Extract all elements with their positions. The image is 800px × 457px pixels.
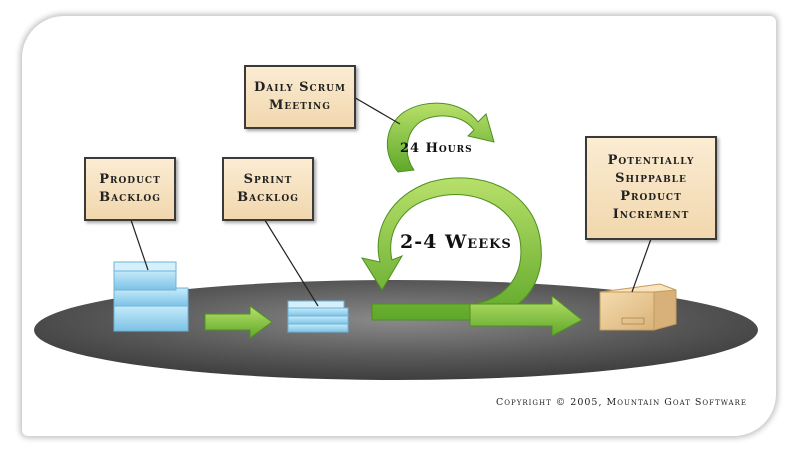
sprint-exit-arrowhead	[469, 294, 583, 337]
product-backlog-connector	[129, 216, 149, 271]
product-backlog-box: Product Backlog	[84, 157, 176, 221]
potentially-shippable-increment-box: Potentially Shippable Product Increment	[585, 136, 717, 240]
daily-loop-arrow	[386, 102, 495, 173]
sprint-backlog-box: Sprint Backlog	[222, 157, 314, 221]
increment-line-2: Shippable	[615, 171, 687, 186]
sprint-backlog-line-1: Sprint	[243, 172, 293, 187]
increment-line-4: Increment	[612, 207, 690, 222]
daily-scrum-line-1: Daily Scrum	[253, 80, 346, 95]
increment-line-3: Product	[620, 189, 682, 204]
product-backlog-stack	[113, 261, 189, 332]
increment-crate	[599, 283, 677, 331]
product-backlog-line-2: Backlog	[99, 190, 161, 205]
sprint-backlog-line-2: Backlog	[237, 190, 299, 205]
copyright-notice: Copyright © 2005, Mountain Goat Software	[496, 397, 747, 408]
daily-cycle-label: 24 Hours	[400, 141, 473, 156]
sprint-backlog-connector	[262, 216, 319, 307]
backlog-arrow	[204, 305, 273, 339]
daily-scrum-line-2: Meeting	[269, 98, 331, 113]
sprint-backlog-stack	[287, 300, 349, 333]
sprint-cycle-label: 2-4 Weeks	[400, 231, 512, 253]
platform-ellipse	[34, 280, 758, 380]
daily-scrum-connector	[351, 95, 401, 125]
daily-scrum-meeting-box: Daily Scrum Meeting	[244, 65, 356, 129]
increment-connector	[631, 235, 653, 293]
sprint-loop-arrow	[360, 177, 542, 321]
increment-line-1: Potentially	[607, 153, 695, 168]
product-backlog-line-1: Product	[99, 172, 161, 187]
